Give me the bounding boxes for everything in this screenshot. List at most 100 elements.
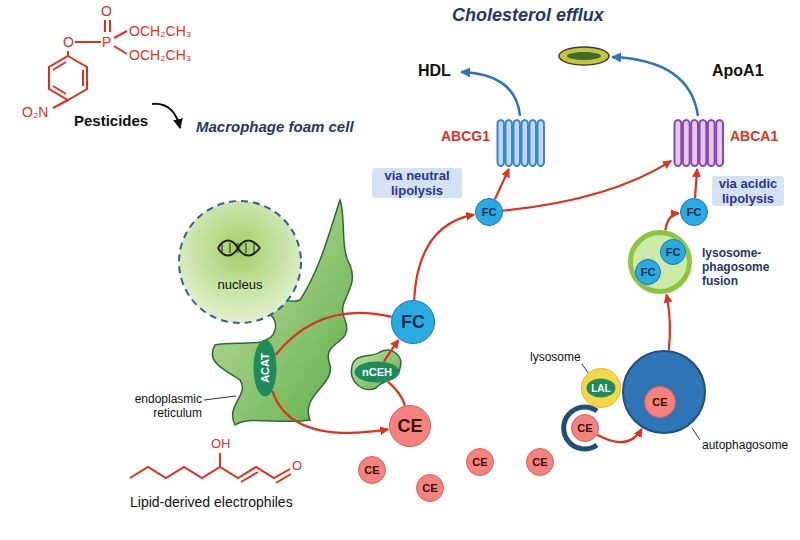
node-outline	[178, 200, 302, 324]
uptake-arrow	[152, 104, 180, 128]
cholesteryl-ester: CE	[466, 448, 494, 476]
node-outline	[631, 233, 690, 292]
node-outline	[495, 118, 547, 168]
pesticide-structure	[49, 20, 127, 108]
leader-line	[204, 396, 236, 400]
node-label: CE	[364, 464, 379, 476]
outside-label: autophagosome	[702, 438, 788, 452]
dna-rung	[238, 243, 239, 253]
reaction-arrow	[495, 169, 509, 199]
node-label: FC	[687, 206, 702, 218]
outside-label: ABCA1	[730, 128, 778, 144]
free-cholesterol: FC	[680, 198, 708, 226]
node-label: CE	[532, 456, 547, 468]
transmembrane-helix	[675, 120, 682, 166]
node-outline	[527, 449, 554, 476]
node-outline	[681, 199, 708, 226]
dna-icon	[218, 241, 260, 256]
chem-group: OCH₂CH₃	[129, 47, 191, 63]
autophagosome: autophagosomeCE	[622, 350, 706, 434]
reaction-arrow	[388, 382, 405, 406]
outside-label: Macrophage foam cell	[196, 118, 354, 135]
transmembrane-helix	[514, 120, 521, 166]
organelle-label: endoplasmic reticulum	[122, 392, 202, 420]
node-label: CE	[422, 482, 437, 494]
cholesteryl-ester: CE	[644, 386, 676, 418]
enzyme: nCEH	[354, 361, 400, 383]
cholesteryl-ester: CE	[571, 414, 599, 442]
efflux-arrow	[612, 57, 698, 116]
node-outline	[355, 362, 400, 383]
nucleus-outline	[179, 201, 301, 323]
node-label: LAL	[591, 383, 610, 394]
chem-group: OH	[211, 436, 231, 451]
dna-rung	[246, 243, 247, 253]
reaction-arrow	[695, 169, 697, 198]
compound-label: Pesticides	[74, 112, 148, 129]
node-label: CE	[472, 456, 487, 468]
node-outline	[628, 230, 692, 294]
phagophore	[564, 407, 597, 449]
cholesteryl-ester: CE	[358, 456, 386, 484]
outside-label: ABCG1	[441, 128, 490, 144]
node-outline	[359, 457, 386, 484]
cholesteryl-ester: CE	[416, 474, 444, 502]
leader-line	[692, 428, 700, 440]
reaction-arrow	[276, 313, 392, 355]
node-outline	[572, 415, 599, 442]
node-outline	[390, 406, 431, 447]
nucleus: nucleus	[178, 200, 302, 324]
reaction-arrow	[666, 294, 669, 350]
enzyme: ACAT	[253, 339, 277, 397]
outside-label: lysosome	[530, 350, 581, 364]
transmembrane-helix	[700, 120, 707, 166]
lysosome: lysosomeLAL	[581, 368, 621, 408]
er-fragment	[351, 350, 400, 389]
node-label: FC	[641, 266, 656, 278]
transmembrane-helix	[506, 120, 513, 166]
efflux-arrow	[461, 72, 520, 116]
node-label: CE	[397, 416, 422, 437]
lipoprotein-label: HDL	[418, 62, 451, 80]
reaction-arrow	[597, 429, 642, 442]
edge-label: via acidic lipolysis	[712, 176, 784, 206]
transmembrane-helix	[522, 120, 529, 166]
node-label: nucleus	[218, 277, 263, 292]
dna-icon	[218, 241, 260, 256]
transmembrane-helix	[708, 120, 715, 166]
hdl-particle	[559, 47, 609, 65]
node-label: FC	[666, 246, 681, 258]
free-cholesterol: FC	[635, 259, 661, 285]
transmembrane-helix	[691, 120, 698, 166]
transmembrane-helix	[716, 120, 723, 166]
free-cholesterol: FC	[391, 300, 435, 344]
cholesteryl-ester: CE	[389, 405, 431, 447]
node-outline	[417, 475, 444, 502]
reaction-arrow	[665, 213, 679, 230]
protein-label: ApoA1	[712, 62, 764, 80]
dna-rung	[254, 243, 255, 253]
chem-atom: O	[101, 3, 112, 19]
free-cholesterol: FC	[660, 239, 686, 265]
node-outline	[467, 449, 494, 476]
abc-transporter: ABCG1	[495, 118, 547, 168]
abc-transporter: ABCA1	[672, 118, 726, 168]
leader-line	[582, 364, 589, 374]
reaction-arrow	[272, 391, 388, 433]
node-label: FC	[401, 312, 425, 333]
node-outline	[623, 351, 705, 433]
node-outline	[661, 240, 686, 265]
node-label: FC	[482, 206, 497, 218]
reaction-arrow	[414, 215, 474, 300]
node-label: ACAT	[259, 353, 271, 383]
chem-atom: O	[63, 34, 74, 50]
node-outline	[636, 260, 661, 285]
edge-label: via neutral lipolysis	[372, 168, 462, 198]
lysosome-phagosome: lysosome-phagosome fusionFCFC	[628, 230, 692, 294]
node-label: CE	[652, 396, 667, 408]
node-label: CE	[577, 422, 592, 434]
node-outline	[476, 199, 503, 226]
node-outline	[392, 301, 435, 344]
transmembrane-helix	[683, 120, 690, 166]
